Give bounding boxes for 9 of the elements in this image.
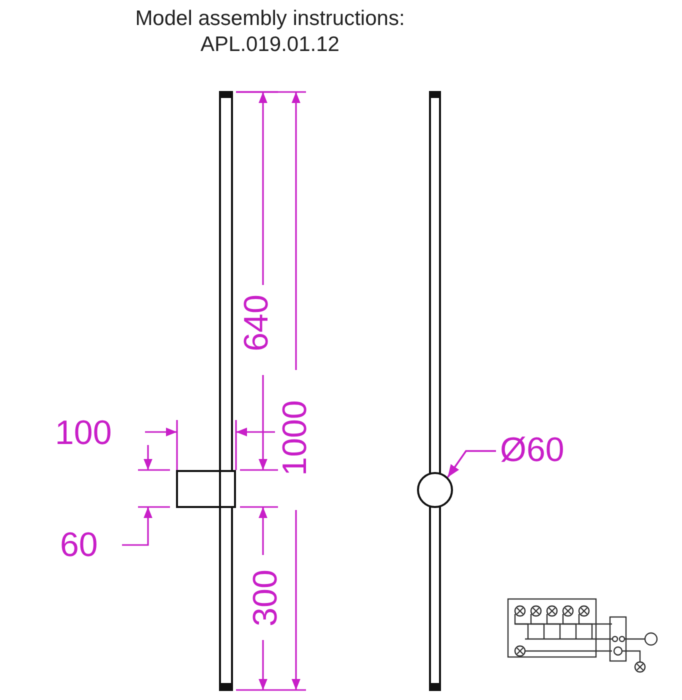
title: Model assembly instructions: APL.019.01.12 [134, 6, 406, 58]
diameter-label: Ø60 [500, 432, 585, 470]
dimension-value: 640 [238, 294, 274, 352]
dimension-value: 1000 [276, 400, 313, 476]
leader-line [447, 450, 496, 478]
dimension-value: 60 [60, 527, 98, 563]
dimension-value: 300 [247, 570, 284, 626]
mounting-disc [417, 472, 453, 508]
dimension-value: 100 [55, 415, 112, 451]
